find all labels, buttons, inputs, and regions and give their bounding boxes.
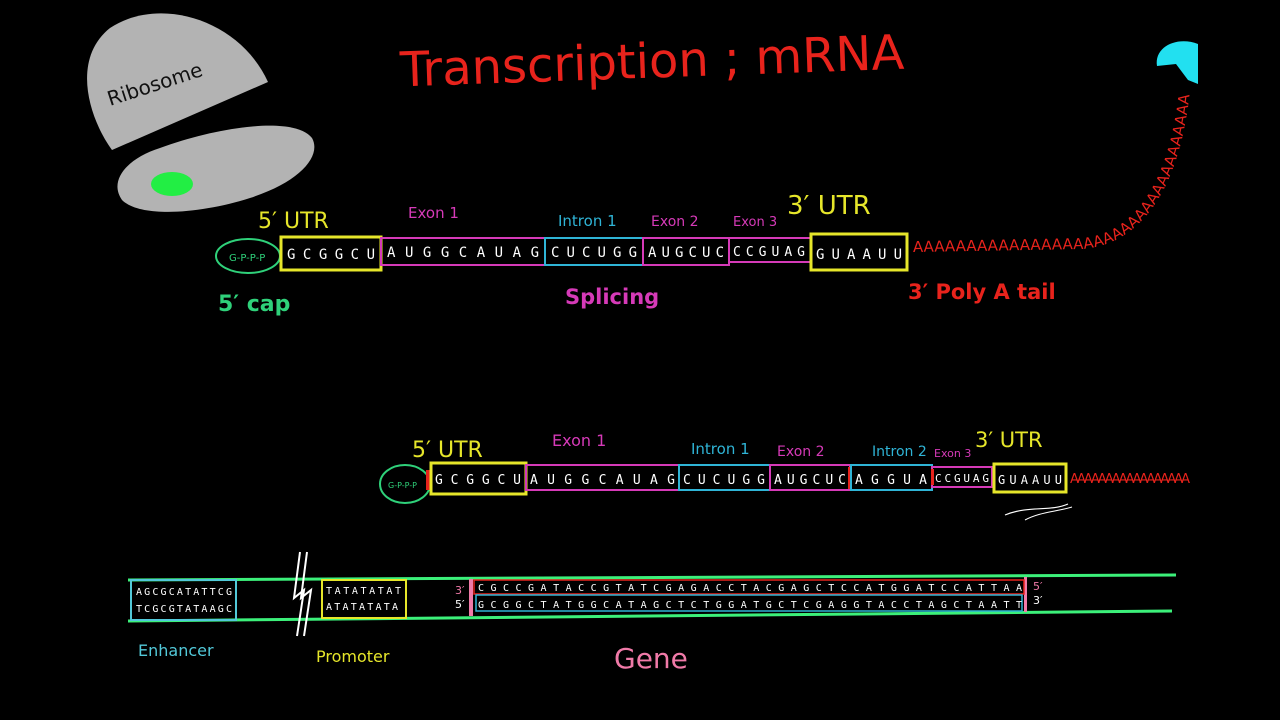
- dna-end-top-left: 3′: [455, 584, 465, 597]
- pre-label-utr5: 5′ UTR: [412, 438, 483, 463]
- dna-end-bottom-left: 5′: [455, 598, 465, 611]
- enhancer-box: [130, 579, 237, 621]
- gene-top-seq: CGCCGATACCGTATCGAGACCTACGAGCTCCATGGATCCA…: [478, 583, 1022, 594]
- enhancer-label: Enhancer: [138, 641, 214, 660]
- gene-start-marker: [469, 579, 473, 616]
- dna-break-symbol-2: [299, 551, 313, 637]
- pre-cap: G-P-P-P: [388, 481, 417, 490]
- mature-exon2-seq: AUGCUC: [648, 245, 724, 261]
- pre-utr3-seq: GUAAUU: [998, 473, 1062, 487]
- pre-intron1-seq: CUCUGG: [683, 473, 765, 488]
- gene-label: Gene: [614, 642, 688, 675]
- mature-label-exon1: Exon 1: [408, 204, 459, 222]
- mature-utr5-seq: GCGGCU: [287, 247, 375, 263]
- gene-bottom-seq: GCGGCTATGGCATAGCTCTGGATGCTCGAGGTACCTAGCT…: [478, 600, 1022, 611]
- pre-utr5-seq: GCGGCU: [435, 473, 521, 488]
- dna-break-symbol: [292, 551, 306, 637]
- ribosome: Ribosome: [87, 13, 315, 212]
- pre-utr3-scribble-2: [1024, 506, 1073, 521]
- dna-bottom-backbone: [127, 609, 1173, 623]
- promoter-box: [321, 579, 407, 619]
- mature-label-intron1: Intron 1: [558, 212, 617, 230]
- poly-a-label: 3′ Poly A tail: [908, 280, 1056, 304]
- pre-label-intron1: Intron 1: [691, 440, 750, 458]
- page-title: Transcription ; mRNA: [398, 25, 905, 99]
- mature-label-utr3: 3′ UTR: [787, 191, 871, 221]
- pre-mrna-strand: G-P-P-P GCGGCU AUGGCAUAG CUCUGG AUGCUC A…: [379, 428, 1190, 521]
- dna-end-top-right: 5′: [1033, 580, 1043, 593]
- pre-exon3-junction: [931, 469, 934, 485]
- dna-end-bottom-right: 3′: [1033, 594, 1043, 607]
- pre-cap-junction: [426, 470, 430, 490]
- pre-exon2-seq: AUGCUC: [774, 473, 846, 488]
- pre-label-exon3: Exon 3: [934, 447, 971, 460]
- enhancer-top-seq: AGCGCATATTCG: [136, 587, 232, 598]
- pre-poly-a-tail: AAAAAAAAAAAAAAAAA: [1070, 472, 1190, 487]
- pre-label-exon1: Exon 1: [552, 431, 606, 450]
- pre-label-intron2: Intron 2: [872, 444, 927, 460]
- pre-label-utr3: 3′ UTR: [975, 428, 1043, 452]
- mature-exon1-seq: AUGGCAUAG: [387, 245, 539, 261]
- splicing-label: Splicing: [565, 285, 659, 309]
- ribosome-binding-site: [151, 172, 193, 196]
- promoter-label: Promoter: [316, 647, 390, 666]
- mature-label-exon2: Exon 2: [651, 214, 699, 230]
- mature-intron1-seq: CUCUGG: [551, 245, 637, 261]
- pre-intron2-seq: AGGUA: [855, 473, 927, 488]
- pre-label-exon2: Exon 2: [777, 444, 825, 460]
- dna-strand: AGCGCATATTCG TCGCGTATAAGC TATATATAT ATAT…: [127, 551, 1177, 675]
- gene-end-marker: [1024, 577, 1027, 612]
- mature-cap: G-P-P-P: [229, 253, 265, 264]
- pre-utr5-box: [429, 461, 528, 496]
- pre-utr3-box: [992, 462, 1068, 494]
- gene-top-box: [473, 579, 1025, 595]
- enhancer-bottom-seq: TCGCGTATAAGC: [136, 604, 232, 615]
- trna-icon: [1156, 41, 1198, 84]
- pre-exon2-junction: [848, 467, 851, 489]
- mature-label-exon3: Exon 3: [733, 215, 777, 230]
- mature-label-utr5: 5′ UTR: [258, 209, 329, 234]
- pre-exon1-seq: AUGGCAUAG: [530, 473, 675, 488]
- mature-utr3-box: [809, 232, 909, 272]
- cap-label: 5′ cap: [218, 292, 290, 317]
- pre-utr3-scribble: [1004, 503, 1069, 516]
- pre-exon3-seq: CCGUAG: [935, 472, 989, 485]
- mature-exon3-seq: CCGUAG: [733, 245, 805, 260]
- ribosome-large-subunit: [87, 13, 269, 150]
- ribosome-small-subunit: [117, 125, 315, 212]
- promoter-top-seq: TATATATAT: [326, 586, 401, 597]
- mature-utr3-seq: GUAAUU: [816, 247, 902, 263]
- promoter-bottom-seq: ATATATATA: [326, 602, 398, 613]
- gene-bottom-box: [475, 594, 1023, 612]
